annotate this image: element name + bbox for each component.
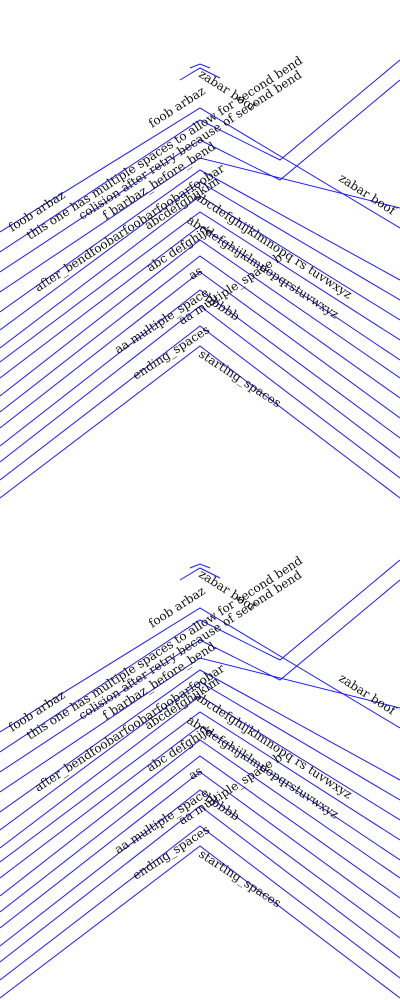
label-path-line <box>0 669 400 813</box>
label-path-line <box>0 825 400 981</box>
path-label-as: as <box>186 764 205 783</box>
label-path-line <box>0 255 400 413</box>
label-path-line <box>0 845 400 999</box>
label-path-line <box>0 607 400 733</box>
label-path-line <box>0 725 400 879</box>
label-path-line <box>0 239 400 397</box>
label-path-line <box>0 771 400 929</box>
label-path-line <box>179 67 221 81</box>
label-path-line <box>0 579 400 773</box>
label-path-line <box>0 79 400 273</box>
label-path-line <box>189 63 211 69</box>
label-path-line <box>0 59 400 253</box>
label-path-line <box>0 305 400 463</box>
label-path-line <box>0 225 400 379</box>
path-label-aa-multiple-space: aa multiple_space <box>112 785 211 856</box>
label-path-line <box>0 755 400 913</box>
label-path-line <box>0 695 400 849</box>
label-path-line <box>0 739 400 897</box>
label-path-line <box>0 711 400 863</box>
label-path-line <box>0 681 400 831</box>
label-path-line <box>0 789 400 947</box>
label-path-line <box>0 157 400 293</box>
label-path-line <box>0 181 400 331</box>
label-path-line <box>0 107 400 233</box>
path-label-abc-defghijk: abc defghijk <box>144 722 215 775</box>
label-path-line <box>0 195 400 349</box>
path-label-alphabet-1: abcdefghijklmnopq rs tuvwxyz <box>191 189 354 302</box>
label-path-line <box>0 271 400 429</box>
label-path-line <box>0 657 400 793</box>
label-path-line <box>0 211 400 363</box>
label-path-line <box>0 325 400 481</box>
path-label-alphabet-1: abcdefghijklmnopq rs tuvwxyz <box>191 689 354 802</box>
label-path-line <box>189 563 211 569</box>
label-path-line <box>0 805 400 963</box>
label-path-line <box>0 559 400 753</box>
label-path-line <box>0 169 400 313</box>
path-label-aa-multiple-space: aa multiple_space <box>112 285 211 356</box>
label-path-line <box>179 567 221 581</box>
path-label-abc-defghijk: abc defghijk <box>144 222 215 275</box>
label-path-line <box>0 289 400 447</box>
path-label-as: as <box>186 264 205 283</box>
label-path-line <box>0 345 400 499</box>
